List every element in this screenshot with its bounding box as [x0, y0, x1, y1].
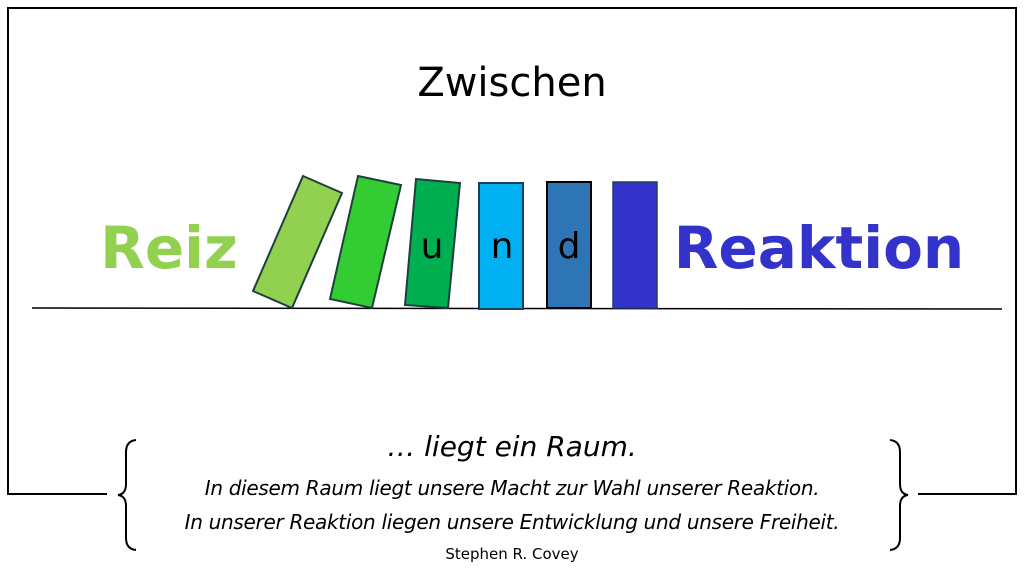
domino-4 — [478, 182, 524, 310]
right-word-reaktion: Reaktion — [673, 214, 965, 282]
quote-line-1: In diesem Raum liegt unsere Macht zur Wa… — [204, 476, 820, 500]
domino-6 — [612, 181, 658, 309]
domino-letter-n: n — [490, 226, 514, 267]
domino-letter-d: d — [557, 226, 581, 267]
domino-1 — [251, 174, 344, 310]
left-brace — [117, 439, 137, 551]
quote-lead: … liegt ein Raum. — [387, 430, 637, 463]
domino-5 — [546, 181, 592, 309]
domino-2 — [328, 174, 403, 310]
left-word-reiz: Reiz — [100, 214, 238, 282]
title: Zwischen — [417, 60, 607, 106]
quote-line-2: In unserer Reaktion liegen unsere Entwic… — [184, 510, 840, 534]
quote-author: Stephen R. Covey — [445, 545, 579, 563]
right-brace — [889, 439, 909, 551]
frame — [7, 7, 1017, 495]
domino-3 — [403, 177, 462, 310]
domino-letter-u: u — [420, 226, 444, 267]
